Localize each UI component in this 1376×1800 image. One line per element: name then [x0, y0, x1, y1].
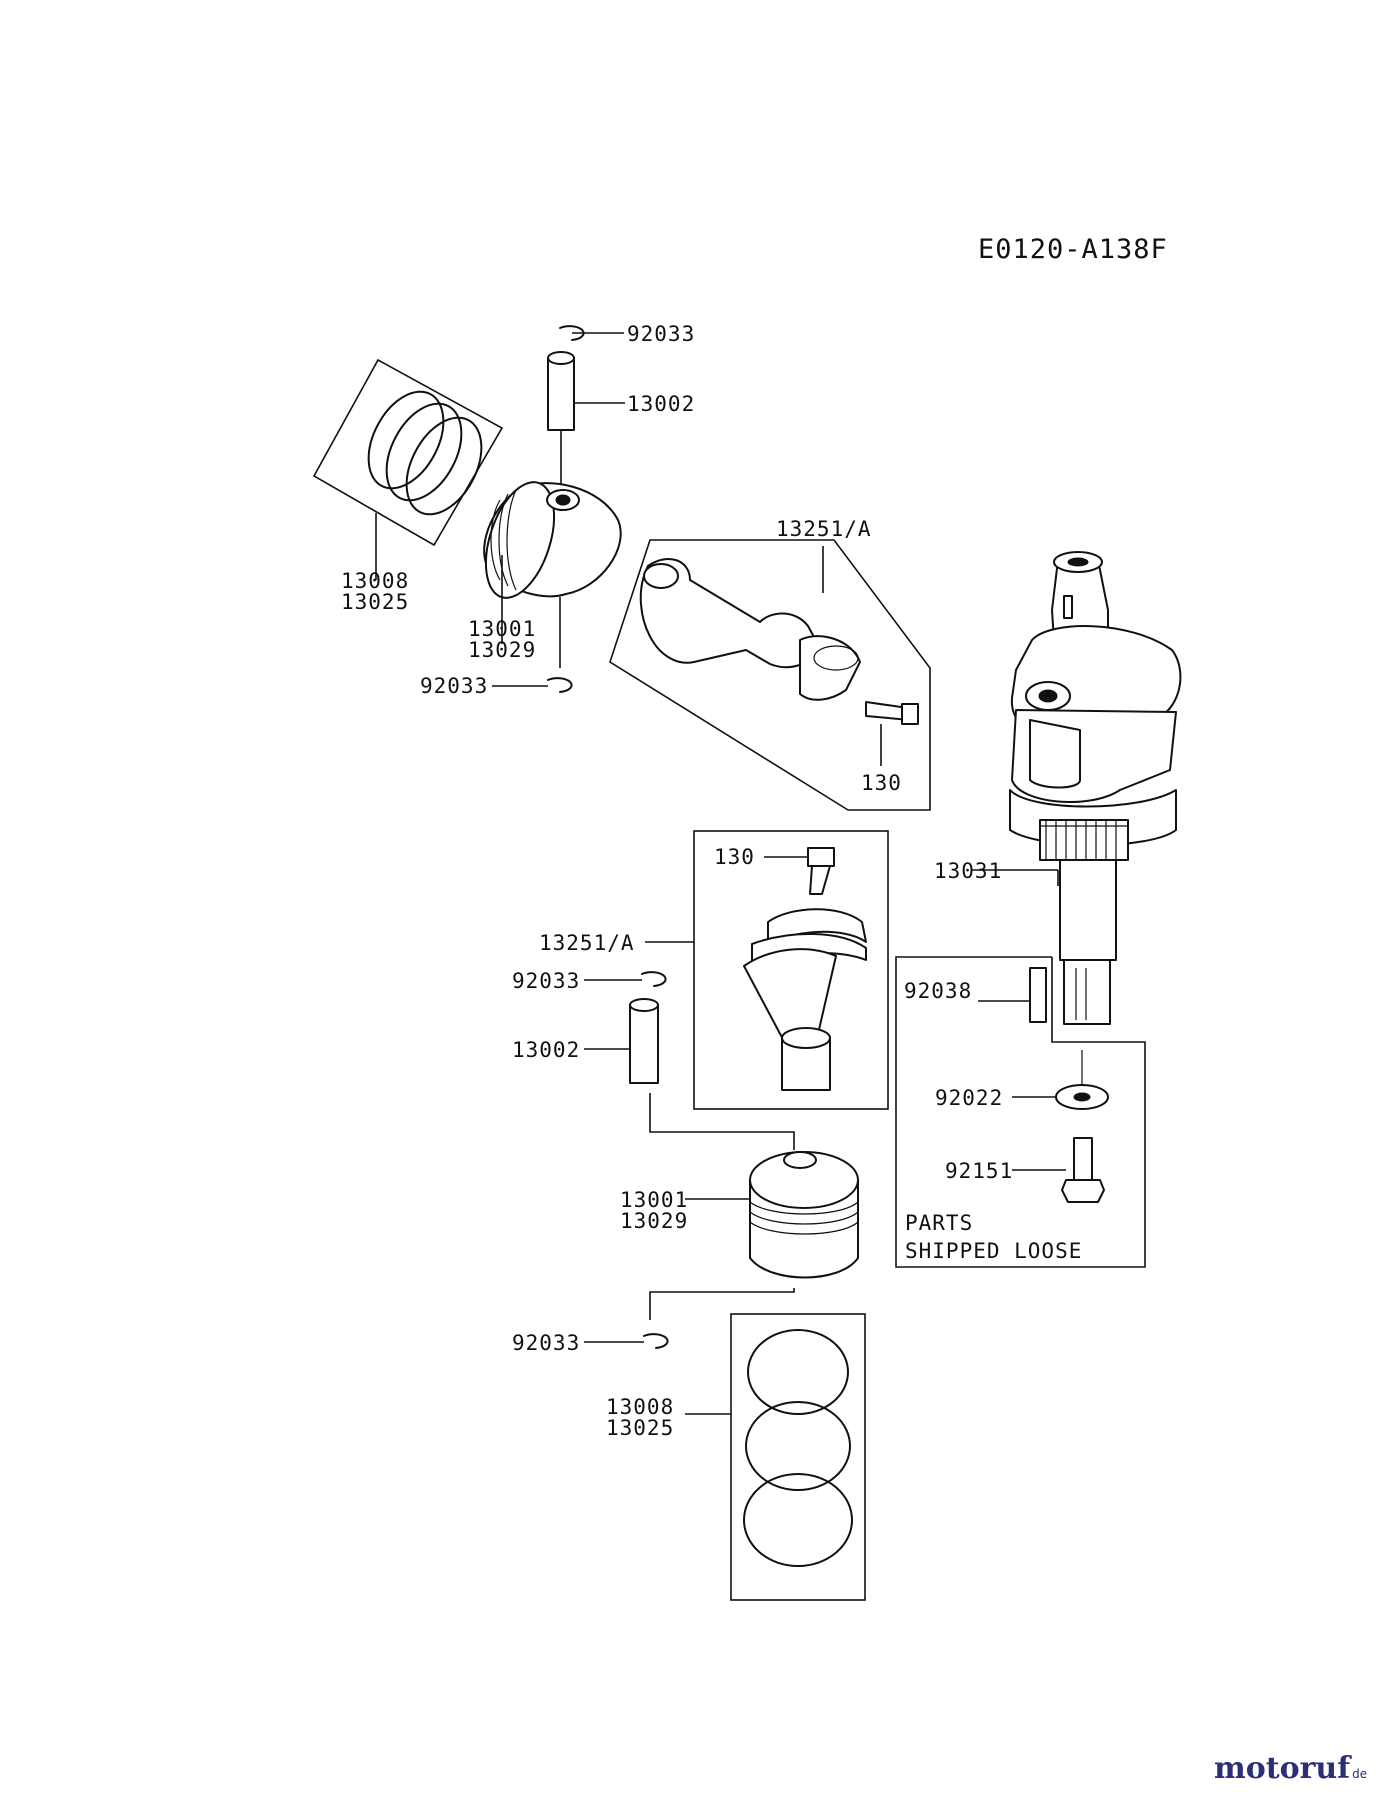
loose-box-line-1: PARTS: [905, 1211, 973, 1235]
callout-top-piston-a: 13001: [468, 617, 536, 641]
callout-low-rod-bolt: 130: [714, 845, 755, 869]
connecting-rod-upper-illustration: [609, 539, 931, 811]
callout-crankshaft: 13031: [934, 859, 1002, 883]
callout-low-clip-upper: 92033: [512, 969, 580, 993]
callout-top-rings-a: 13008: [341, 569, 409, 593]
piston-rings-lower-illustration: [685, 1313, 866, 1601]
loose-box-line-2: SHIPPED LOOSE: [905, 1239, 1082, 1263]
piston-pin-upper-illustration: [547, 351, 625, 492]
callout-top-pin: 13002: [627, 392, 695, 416]
callout-top-rings-b: 13025: [341, 590, 409, 614]
callout-top-piston-b: 13029: [468, 638, 536, 662]
piston-lower-illustration: [649, 1151, 859, 1320]
callout-low-clip-lower: 92033: [512, 1331, 580, 1355]
piston-pin-lower-illustration: [584, 998, 795, 1150]
callout-low-rings-b: 13025: [606, 1416, 674, 1440]
callout-key: 92038: [904, 979, 972, 1003]
circlip-upper-lower-illustration: [492, 677, 573, 693]
circlip-lower-upper-illustration: [584, 971, 667, 987]
callout-low-rod-assy: 13251/A: [539, 931, 635, 955]
piston-rings-upper-illustration: [312, 358, 504, 580]
parts-shipped-loose-box: [895, 956, 1146, 1268]
callout-low-piston-b: 13029: [620, 1209, 688, 1233]
connecting-rod-lower-illustration: [645, 830, 889, 1110]
callout-low-rings-a: 13008: [606, 1395, 674, 1419]
callout-low-pin: 13002: [512, 1038, 580, 1062]
callout-top-clip-upper: 92033: [627, 322, 695, 346]
circlip-upper-illustration: [559, 325, 624, 341]
callout-top-clip-lower: 92033: [420, 674, 488, 698]
diagram-code: E0120-A138F: [978, 234, 1168, 265]
circlip-lower-lower-illustration: [584, 1333, 669, 1349]
callout-top-rod-assy: 13251/A: [776, 517, 872, 541]
crankshaft-illustration: [971, 551, 1182, 1025]
callout-washer: 92022: [935, 1086, 1003, 1110]
callout-low-piston-a: 13001: [620, 1188, 688, 1212]
callout-top-rod-bolt: 130: [861, 771, 902, 795]
piston-upper-illustration: [483, 481, 622, 668]
callout-bolt: 92151: [945, 1159, 1013, 1183]
